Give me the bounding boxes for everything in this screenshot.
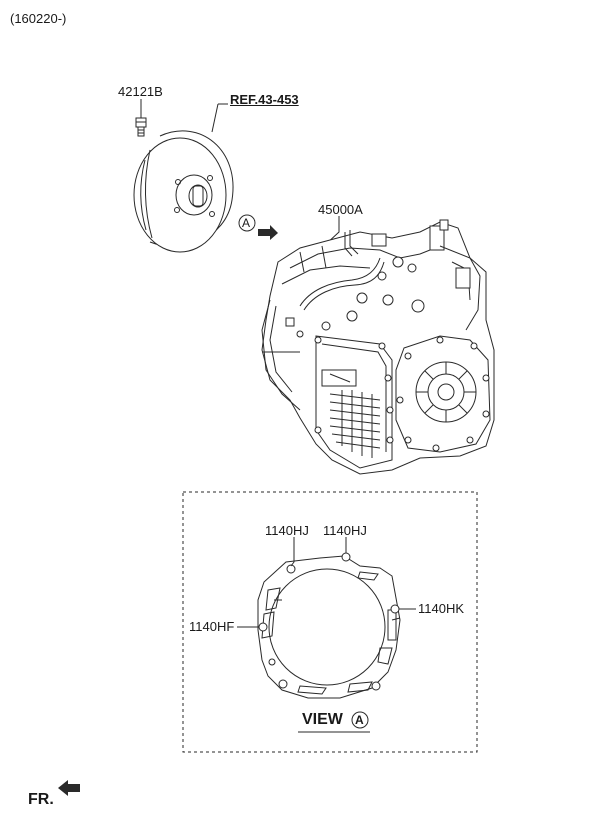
part-label-1140hf[interactable]: 1140HF [189,619,235,634]
bolt-icon [135,117,147,137]
view-a-frame [182,491,478,753]
view-a-callout-icon [238,214,278,240]
view-label: VIEW [302,711,343,728]
leader-1140hj-left [290,537,295,567]
reference-label[interactable]: REF.43-453 [230,92,299,107]
part-label-1140hk[interactable]: 1140HK [418,601,465,616]
part-label-45000a[interactable]: 45000A [318,202,363,217]
bell-housing-gasket-icon [257,552,401,699]
view-marker-a: A [355,713,364,727]
part-label-1140hj-left[interactable]: 1140HJ [265,523,309,538]
front-arrow-icon [58,780,80,796]
part-label-1140hj-right[interactable]: 1140HJ [323,523,367,538]
part-label-42121b[interactable]: 42121B [118,84,163,99]
callout-marker-a: A [242,216,251,230]
date-code-label: (160220-) [10,11,67,26]
view-marker-circle [351,711,369,729]
torque-converter-icon [133,130,234,253]
transaxle-assembly-icon [261,219,495,475]
leader-ref [211,103,219,133]
front-label: FR. [28,791,54,808]
